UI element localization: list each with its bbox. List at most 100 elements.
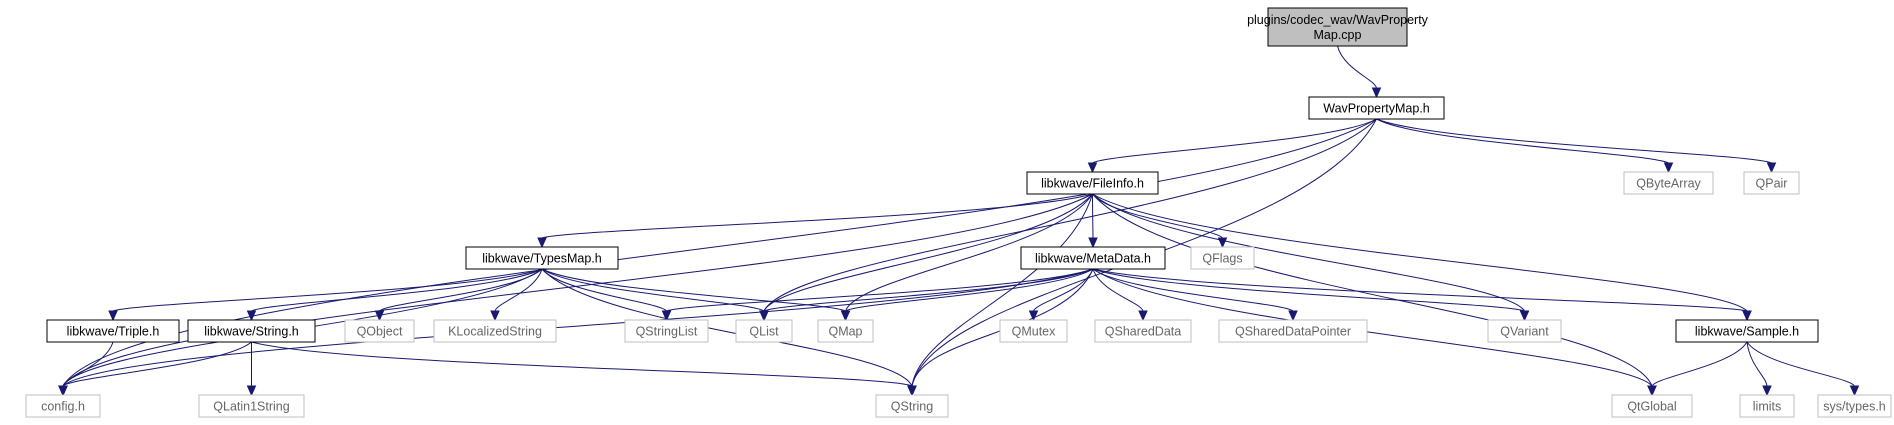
node-qflags[interactable]: QFlags xyxy=(1190,246,1255,270)
dependency-edge xyxy=(1746,341,1855,387)
dependency-edge xyxy=(1092,268,1525,312)
dependency-edge xyxy=(845,193,1093,312)
node-qobject[interactable]: QObject xyxy=(344,319,415,343)
dependency-edge xyxy=(541,268,765,312)
dependency-edge xyxy=(1092,193,1653,387)
node-metadata[interactable]: libkwave/MetaData.h xyxy=(1020,246,1166,270)
node-qlatin1string[interactable]: QLatin1String xyxy=(198,394,305,418)
dependency-edge xyxy=(1092,268,1294,312)
edge-arrowhead xyxy=(1742,310,1752,322)
node-klocalized[interactable]: KLocalizedString xyxy=(433,319,557,343)
edge-arrowhead xyxy=(108,310,118,322)
node-label: limits xyxy=(1753,400,1781,414)
dependency-edge xyxy=(911,193,1093,387)
dependency-edge xyxy=(541,268,667,312)
node-sample[interactable]: libkwave/Sample.h xyxy=(1675,319,1819,343)
node-fileinfo[interactable]: libkwave/FileInfo.h xyxy=(1026,171,1159,195)
node-qlist[interactable]: QList xyxy=(735,319,793,343)
dependency-edge xyxy=(1651,341,1748,387)
node-label: QPair xyxy=(1756,177,1788,191)
node-box xyxy=(1743,171,1800,195)
dependency-edge xyxy=(62,118,1377,387)
node-label: QObject xyxy=(357,325,403,339)
node-label: QMutex xyxy=(1012,325,1057,339)
node-label: config.h xyxy=(41,400,85,414)
node-triple[interactable]: libkwave/Triple.h xyxy=(46,319,180,343)
node-label: libkwave/TypesMap.h xyxy=(482,252,602,266)
node-box xyxy=(1817,394,1892,418)
node-box xyxy=(187,319,316,343)
dependency-edge xyxy=(62,341,114,387)
edge-arrowhead xyxy=(1519,310,1530,322)
dependency-edge xyxy=(62,341,252,387)
node-qshareddatapointer[interactable]: QSharedDataPointer xyxy=(1218,319,1368,343)
dependency-edge xyxy=(1092,118,1377,164)
node-limits[interactable]: limits xyxy=(1739,394,1795,418)
node-box xyxy=(875,394,949,418)
node-qpair[interactable]: QPair xyxy=(1743,171,1800,195)
dependency-edge xyxy=(845,268,1094,312)
dependency-edge xyxy=(1092,268,1144,312)
edge-arrowhead xyxy=(490,310,500,322)
node-qshareddata[interactable]: QSharedData xyxy=(1094,319,1192,343)
node-box xyxy=(1308,96,1445,120)
node-box xyxy=(1094,319,1192,343)
edge-arrowhead xyxy=(1849,385,1860,397)
edge-arrowhead xyxy=(1138,310,1148,322)
node-label: QSharedDataPointer xyxy=(1235,325,1351,339)
node-box xyxy=(1487,319,1562,343)
edge-arrowhead xyxy=(1028,310,1039,322)
node-box xyxy=(1267,7,1408,47)
dependency-edge xyxy=(1337,45,1377,89)
node-label: libkwave/Triple.h xyxy=(67,325,160,339)
dependency-edge xyxy=(112,268,543,312)
edge-arrowhead xyxy=(1087,162,1098,174)
node-box xyxy=(46,319,180,343)
dependency-edge xyxy=(1092,193,1525,312)
edge-arrowhead xyxy=(907,385,917,397)
node-label: QString xyxy=(891,400,933,414)
node-typesmap[interactable]: libkwave/TypesMap.h xyxy=(465,246,619,270)
node-qmutex[interactable]: QMutex xyxy=(999,319,1068,343)
node-label: libkwave/Sample.h xyxy=(1695,325,1799,339)
node-systypes[interactable]: sys/types.h xyxy=(1817,394,1892,418)
dependency-edge xyxy=(1376,118,1772,164)
dependency-edge xyxy=(541,268,846,312)
dependency-edge xyxy=(251,268,543,312)
node-label: libkwave/String.h xyxy=(204,325,299,339)
node-label: QByteArray xyxy=(1636,177,1701,191)
node-qtglobal[interactable]: QtGlobal xyxy=(1611,394,1693,418)
dependency-edge xyxy=(251,341,913,387)
dependency-edge xyxy=(379,268,543,312)
node-qbytearray[interactable]: QByteArray xyxy=(1623,171,1714,195)
edge-arrowhead xyxy=(1371,87,1382,99)
edge-arrowhead xyxy=(1288,310,1298,322)
node-box xyxy=(1218,319,1368,343)
edge-arrowhead xyxy=(1647,385,1657,397)
node-box xyxy=(1020,246,1166,270)
dependency-edge xyxy=(763,193,1093,312)
node-box xyxy=(344,319,415,343)
dependency-edge xyxy=(1092,193,1748,312)
node-label: libkwave/MetaData.h xyxy=(1035,252,1151,266)
node-label: QtGlobal xyxy=(1627,400,1676,414)
node-label: QLatin1String xyxy=(213,400,289,414)
node-config[interactable]: config.h xyxy=(25,394,101,418)
node-box xyxy=(465,246,619,270)
node-string_h[interactable]: libkwave/String.h xyxy=(187,319,316,343)
node-qstring[interactable]: QString xyxy=(875,394,949,418)
edge-arrowhead xyxy=(1663,162,1674,174)
node-wpm_cpp[interactable]: plugins/codec_wav/WavPropertyMap.cpp xyxy=(1247,7,1429,47)
node-label: sys/types.h xyxy=(1823,400,1886,414)
node-qvariant[interactable]: QVariant xyxy=(1487,319,1562,343)
node-qstringlist[interactable]: QStringList xyxy=(624,319,709,343)
node-box xyxy=(817,319,874,343)
node-box xyxy=(433,319,557,343)
node-qmap[interactable]: QMap xyxy=(817,319,874,343)
node-box xyxy=(735,319,793,343)
node-label: QMap xyxy=(828,325,862,339)
node-wpm_h[interactable]: WavPropertyMap.h xyxy=(1308,96,1445,120)
node-label: KLocalizedString xyxy=(448,325,542,339)
dependency-edge xyxy=(541,193,1093,239)
